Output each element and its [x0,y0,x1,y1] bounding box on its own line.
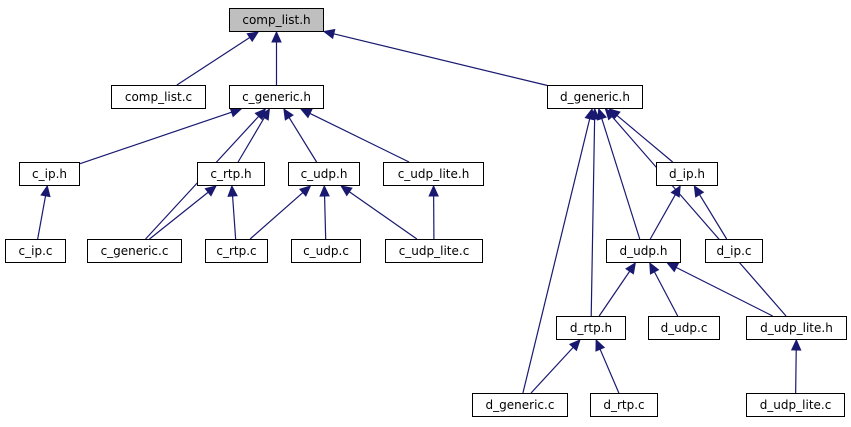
edge-comp_list_c-to-comp_list_h [176,36,251,86]
node-d-generic-h[interactable]: d_generic.h [547,85,643,109]
edge-d_udp_h-to-d_generic_h [601,118,641,240]
node-c-udp-lite-c[interactable]: c_udp_lite.c [385,239,483,263]
node-d-ip-h[interactable]: d_ip.h [656,162,718,186]
edge-d_rtp_c-to-d_rtp_h [599,348,620,394]
node-c-udp-c[interactable]: c_udp.c [291,239,361,263]
arrowhead-d_udp_lite_h-to-d_generic_h [604,108,617,121]
edge-c_udp_h-to-c_generic_h [288,117,318,163]
arrowhead-d_udp_lite_c-to-d_udp_lite_h [790,338,802,351]
arrowhead-d_udp_c-to-d_udp_h [649,261,660,275]
node-d-ip-c[interactable]: d_ip.c [705,239,763,263]
node-d-udp-lite-h[interactable]: d_udp_lite.h [746,316,847,340]
node-c-udp-lite-h[interactable]: c_udp_lite.h [383,162,484,186]
edge-d_generic_c-to-d_generic_h [522,118,591,394]
arrowhead-d_udp_h-to-d_generic_h [596,107,607,121]
arrowhead-c_rtp_c-to-c_rtp_h [227,184,238,197]
edge-c_rtp_c-to-c_udp_h [249,192,304,240]
edge-d_udp_lite_c-to-d_udp_lite_h [795,349,797,394]
arrowhead-c_ip_c-to-c_ip_h [40,184,51,198]
edge-c_udp_lite_c-to-c_udp_h [348,191,418,240]
arrowhead-d_udp_h-to-d_ip_h [670,184,681,198]
node-c-rtp-h[interactable]: c_rtp.h [197,162,265,186]
node-c-ip-c[interactable]: c_ip.c [5,239,66,263]
arrowhead-comp_list_c-to-comp_list_h [246,31,260,43]
node-c-generic-h[interactable]: c_generic.h [229,85,324,109]
arrowhead-d_udp_lite_h-to-d_udp_h [666,262,680,273]
edge-c_udp_c-to-c_udp_h [323,195,327,240]
arrowhead-c_udp_c-to-c_udp_h [319,184,330,197]
node-d-rtp-c[interactable]: d_rtp.c [590,393,658,417]
arrowhead-d_generic_h-to-comp_list_h [322,28,336,40]
arrowhead-c_udp_h-to-c_generic_h [283,107,294,121]
arrowhead-c_udp_lite_h-to-c_generic_h [299,108,313,119]
arrowhead-c_generic_h-to-comp_list_h [271,30,282,43]
edge-c_rtp_h-to-c_generic_h [237,117,265,163]
node-d-udp-c[interactable]: d_udp.c [648,316,720,340]
edge-d_ip_h-to-d_generic_h [616,114,674,163]
edge-d_generic_c-to-d_rtp_h [530,346,574,394]
edge-c_rtp_c-to-c_rtp_h [231,195,237,240]
node-d-generic-c[interactable]: d_generic.c [472,393,568,417]
arrowhead-d_rtp_c-to-d_rtp_h [595,338,606,352]
edge-d_udp_lite_h-to-d_udp_h [676,266,773,317]
node-d-udp-lite-c[interactable]: d_udp_lite.c [746,393,845,417]
node-c-ip-h[interactable]: c_ip.h [19,162,80,186]
edge-d_udp_h-to-d_ip_h [649,194,676,240]
arrowhead-c_rtp_h-to-c_generic_h [259,107,271,121]
edge-c_ip_c-to-c_ip_h [37,195,47,240]
arrowhead-d_rtp_h-to-d_udp_h [625,261,637,275]
arrowhead-c_udp_lite_c-to-c_udp_lite_h [428,184,439,197]
edge-d_rtp_h-to-d_udp_h [598,270,631,317]
edge-d_udp_c-to-d_udp_h [653,271,679,317]
node-c-rtp-c[interactable]: c_rtp.c [205,239,268,263]
arrowhead-c_rtp_c-to-c_udp_h [298,185,312,197]
edge-d_rtp_h-to-d_generic_h [590,118,596,317]
arrowhead-d_generic_c-to-d_rtp_h [568,339,581,352]
arrowhead-c_ip_h-to-c_generic_h [229,107,243,118]
node-c-udp-h[interactable]: c_udp.h [288,162,360,186]
edge-d_generic_h-to-comp_list_h [333,33,548,86]
arrowhead-d_ip_c-to-d_ip_h [693,184,705,198]
node-comp-list-c[interactable]: comp_list.c [111,85,206,109]
edge-d_ip_c-to-d_ip_h [699,194,728,240]
arrowhead-c_generic_c-to-c_rtp_h [204,185,217,197]
node-c-generic-c[interactable]: c_generic.c [87,239,182,263]
node-d-rtp-h[interactable]: d_rtp.h [556,316,626,340]
arrowhead-c_udp_lite_c-to-c_udp_h [340,185,353,197]
edge-c_udp_lite_h-to-c_generic_h [309,112,410,163]
node-d-udp-h[interactable]: d_udp.h [606,239,681,263]
node-comp-list-h: comp_list.h [229,8,324,32]
arrowhead-d_rtp_h-to-d_generic_h [589,107,600,120]
edge-c_ip_h-to-c_generic_h [79,111,232,165]
edge-c_generic_c-to-c_rtp_h [149,191,209,240]
edge-d_udp_lite_h-to-d_generic_h [611,116,787,317]
